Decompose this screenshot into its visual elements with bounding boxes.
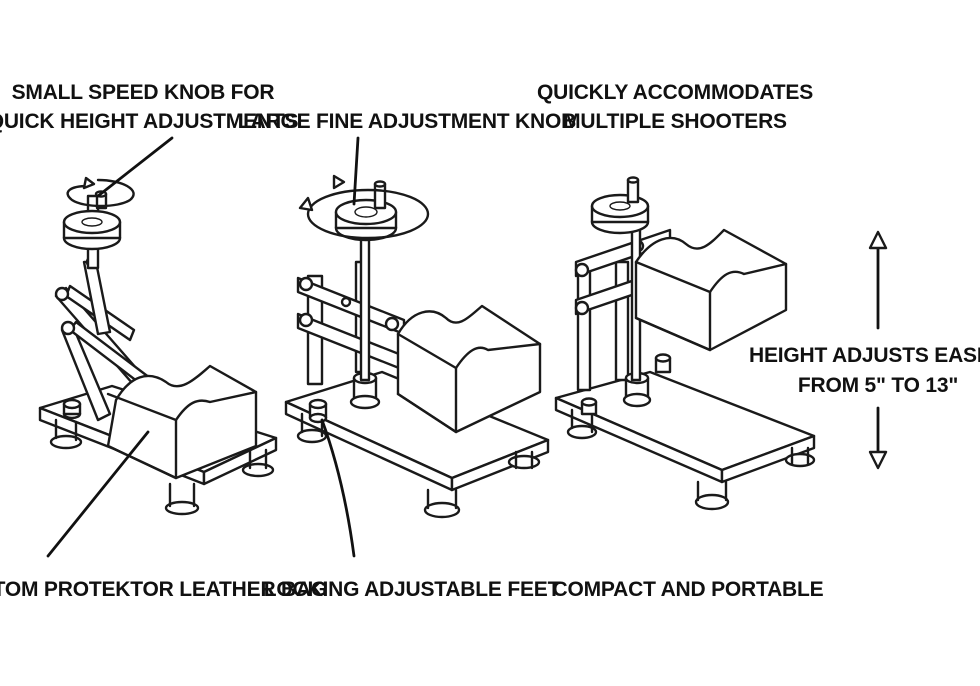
label-fine-knob: LARGE FINE ADJUSTMENT KNOB [238,110,576,133]
label-speed-knob-line2: QUICK HEIGHT ADJUSTMENTS [0,110,298,133]
rest-2-feet [296,412,541,519]
rest-2-leather-bag [396,304,542,434]
rest-1-feet [49,418,275,516]
label-shooters-line2: MULTIPLE SHOOTERS [563,110,787,133]
label-feet: LOCKING ADJUSTABLE FEET [264,578,561,601]
rest-1-rotation-arrow-icon [66,178,135,208]
rest-1-illustration [38,176,278,516]
rest-3-feet [566,408,816,511]
label-leather-bag: CUSTOM PROTEKTOR LEATHER BAG [0,578,327,601]
label-shooters-line1: QUICKLY ACCOMMODATES [537,81,813,104]
rest-3-leather-bag [634,228,788,352]
height-double-arrow-icon [868,230,888,470]
label-height-line2: FROM 5" TO 13" [798,374,958,397]
label-speed-knob-line1: SMALL SPEED KNOB FOR [12,81,275,104]
rest-3-illustration [554,176,816,511]
label-portable: COMPACT AND PORTABLE [553,578,824,601]
leader-lines [46,136,360,558]
rest-2-illustration [284,174,550,519]
label-height-line1: HEIGHT ADJUSTS EASILY [749,344,980,367]
rest-1-leather-bag [106,364,258,480]
rest-2-rotation-arrow-icon [306,188,430,240]
